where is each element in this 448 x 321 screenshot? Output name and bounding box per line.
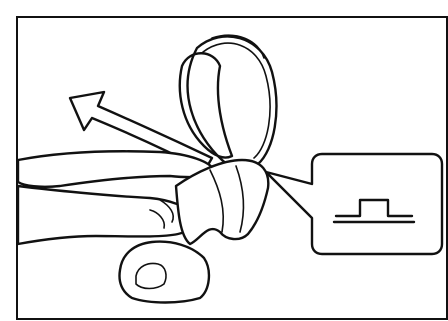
callout-bubble xyxy=(266,154,442,254)
